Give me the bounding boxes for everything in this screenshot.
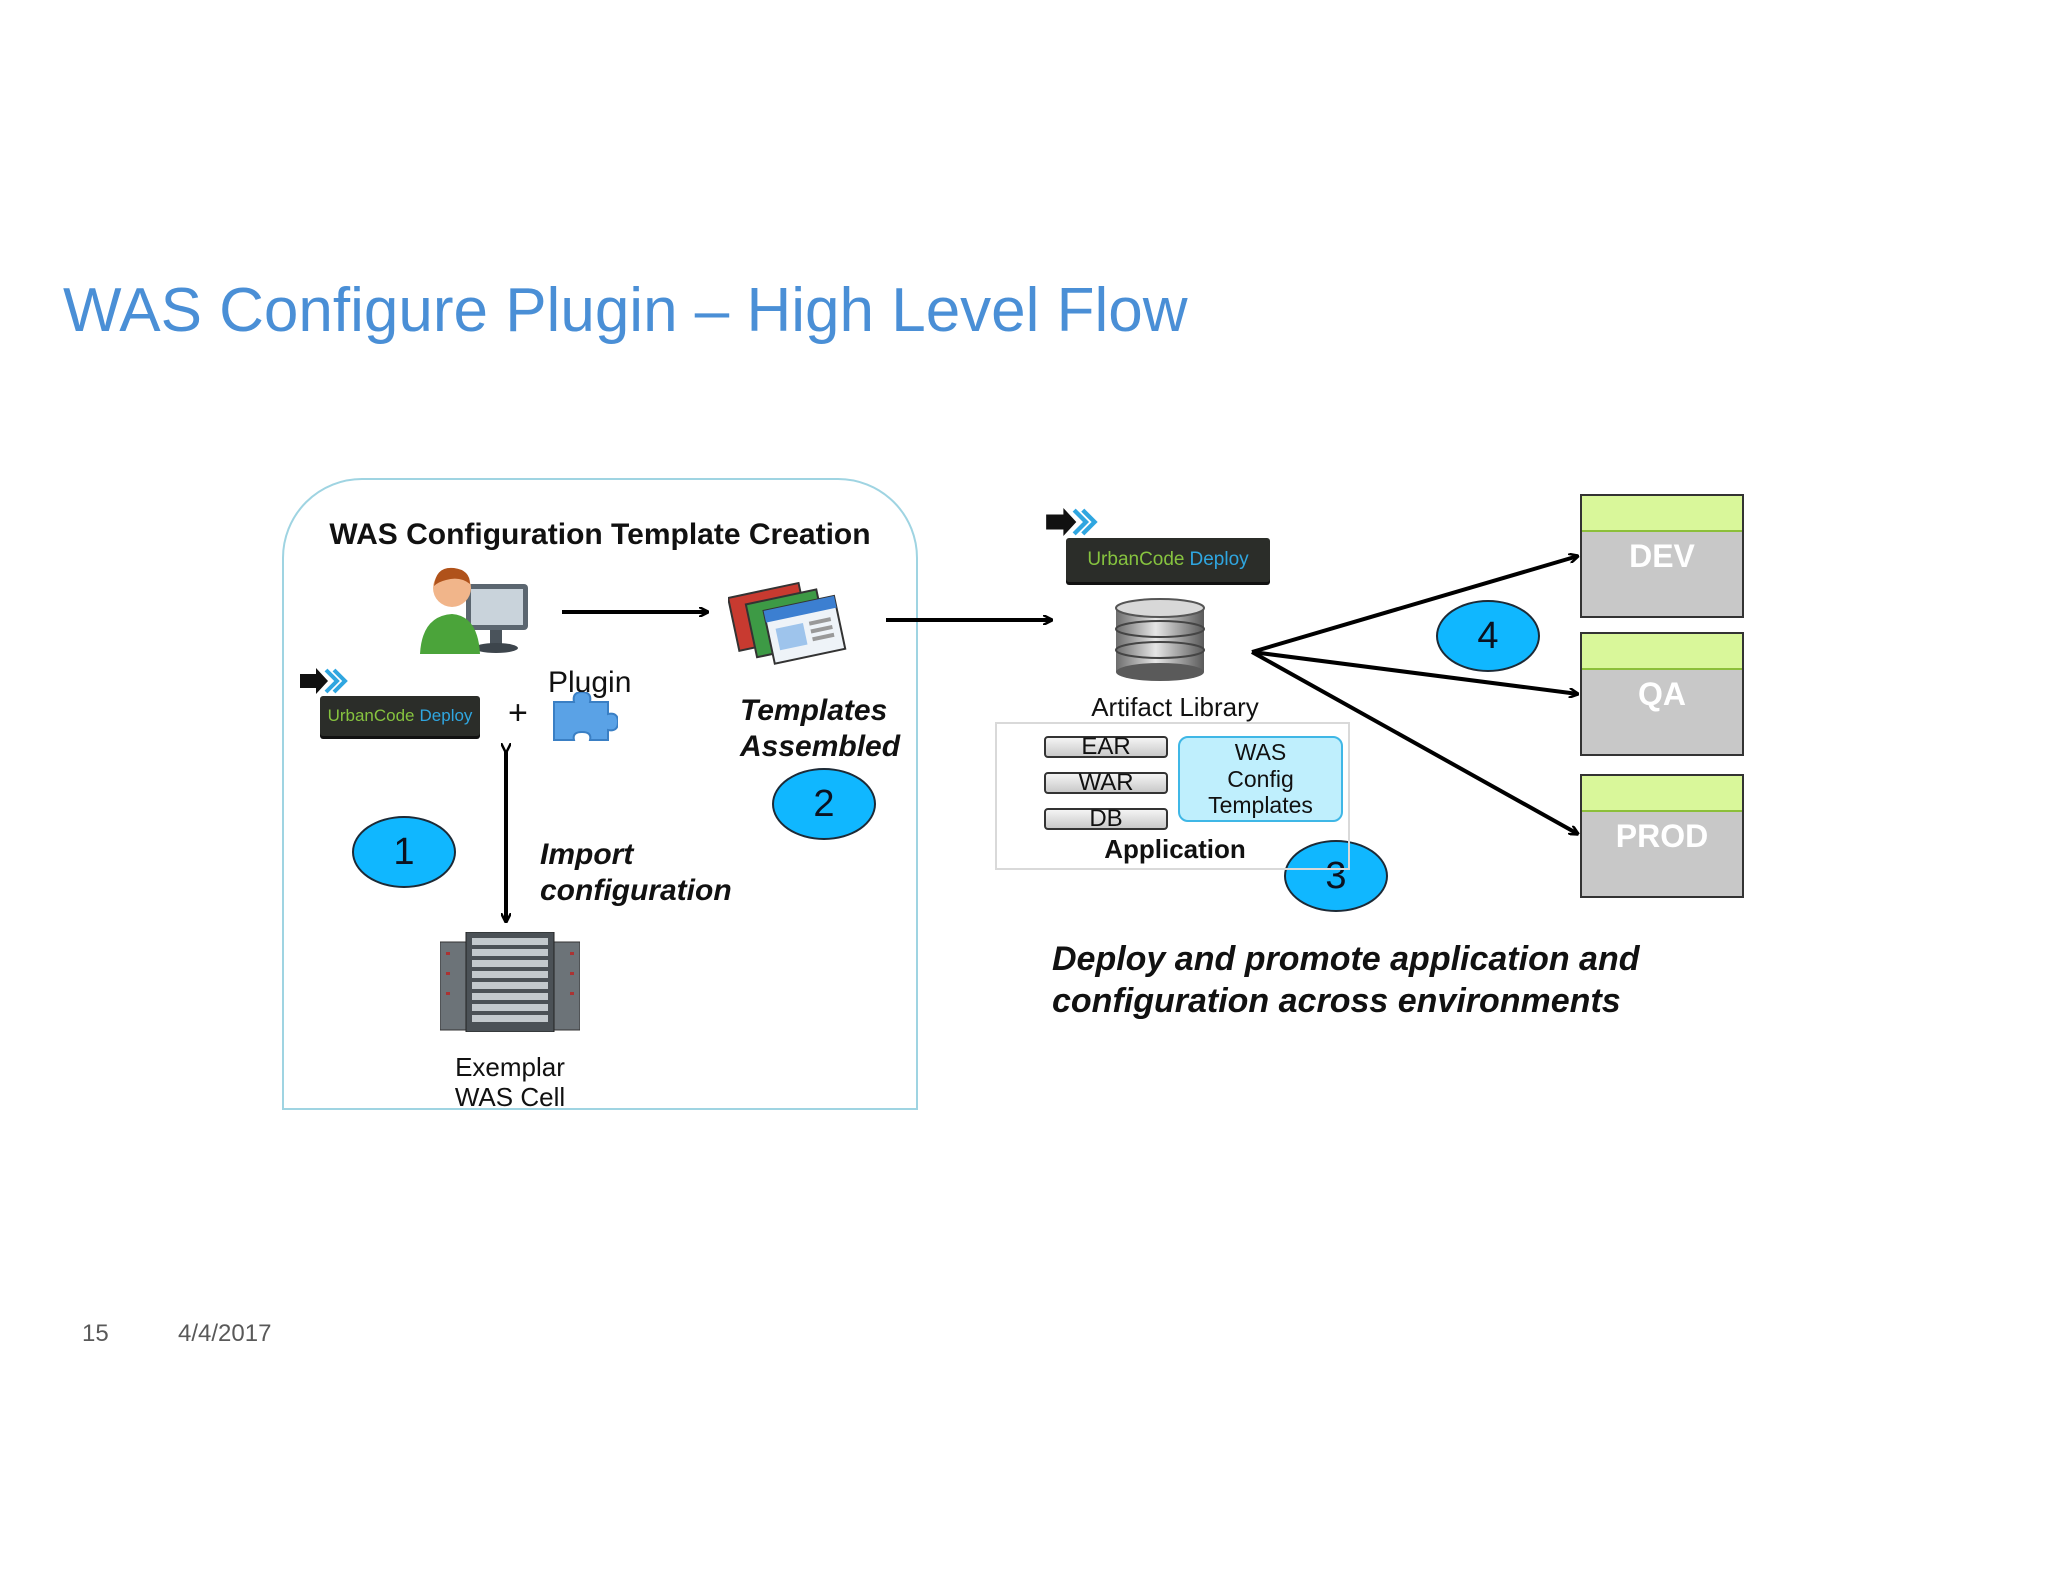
step-badge-1: 1 [352,816,456,888]
deploy-text-line1: Deploy and promote application and [1052,940,1640,978]
plugin-label: Plugin [548,666,632,699]
environment-dev-bar [1582,496,1742,532]
database-icon [1115,598,1205,681]
urbancode-suffix-right: Deploy [1189,549,1249,570]
environment-prod-label: PROD [1615,818,1709,854]
templates-label-line2: Assembled [740,730,901,763]
templates-icon [728,581,847,665]
urbancode-arrows-icon-right [1046,508,1098,536]
artifact-library-label: Artifact Library [1091,692,1259,722]
import-label-line1: Import [540,838,634,871]
artifact-db: DB [1044,805,1168,832]
urbancode-arrows-icon [300,668,348,694]
was-config-line3: Templates [1208,792,1313,819]
plus-sign: + [508,694,528,732]
footer-page-number: 15 [82,1320,109,1347]
was-config-templates: WAS Config Templates [1178,736,1343,822]
application-box [995,722,1350,870]
puzzle-piece-icon [553,692,618,741]
was-config-line2: Config [1227,765,1294,792]
environment-prod-bar [1582,776,1742,812]
templates-label-line1: Templates [740,694,888,727]
arrow-to-dev [1251,556,1578,654]
slide-title: WAS Configure Plugin – High Level Flow [63,276,1188,345]
user-computer-icon [420,567,528,654]
footer-date: 4/4/2017 [178,1320,272,1347]
import-label-line2: configuration [540,874,732,907]
urbancode-name: UrbanCode [327,706,415,725]
urbancode-name-right: UrbanCode [1087,549,1185,570]
step-badge-4: 4 [1436,600,1540,672]
artifact-war: WAR [1044,769,1168,796]
artifact-ear: EAR [1044,733,1168,760]
urbancode-suffix: Deploy [419,706,473,725]
exemplar-cell-line2: WAS Cell [454,1082,566,1112]
arrow-to-qa [1251,650,1578,694]
was-config-line1: WAS [1234,739,1287,766]
template-creation-panel [282,478,918,1110]
step-badge-2: 2 [772,768,876,840]
exemplar-cell-line1: Exemplar [455,1052,565,1082]
arrow-to-prod [1251,650,1578,834]
environment-qa-bar [1582,634,1742,670]
environment-qa-label: QA [1638,676,1686,712]
panel-title: WAS Configuration Template Creation [329,518,871,551]
deploy-text-line2: configuration across environments [1052,982,1621,1020]
server-rack-icon [440,932,580,1032]
environment-dev-label: DEV [1629,538,1695,574]
environment-dev: DEV [1580,494,1744,618]
environment-qa: QA [1580,632,1744,756]
step-badge-3: 3 [1284,840,1388,912]
application-label: Application [1104,834,1246,864]
environment-prod: PROD [1580,774,1744,898]
